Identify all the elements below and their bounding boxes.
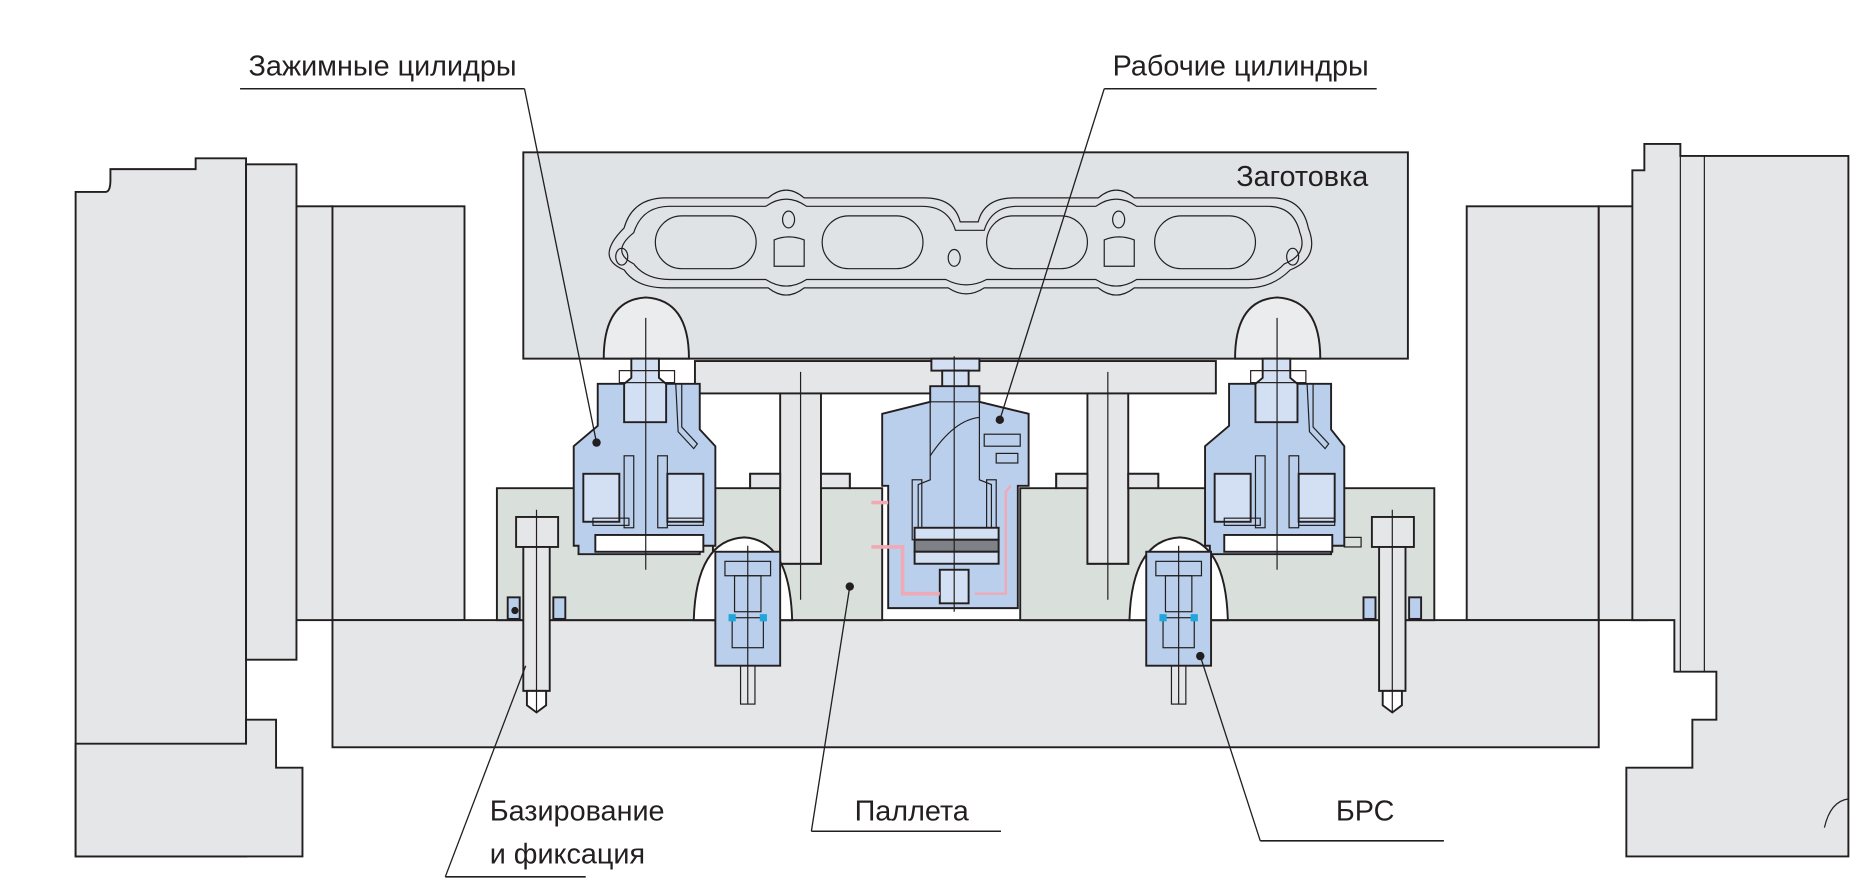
label-pallet: Паллета [855,795,969,827]
work-cylinder [871,356,1030,612]
label-work-cylinders: Рабочие цилиндры [1113,51,1369,83]
right-machine-column [1465,142,1850,858]
left-machine-column [74,157,466,858]
label-locating-line2: и фиксация [490,839,645,871]
label-clamping-cylinders: Зажимные цилидры [248,51,516,83]
brs-coupling-right [1128,536,1229,705]
label-workpiece: Заготовка [1236,161,1368,193]
brs-coupling-left [692,536,794,705]
label-brs: БРС [1336,795,1395,827]
label-locating-line1: Базирование [490,795,665,827]
locating-bolt-right [1362,509,1423,714]
leader-lines [240,87,1444,878]
clamping-cylinder-right [1204,296,1362,570]
locating-bolt-left [506,509,567,714]
clamping-cylinder-left [572,296,717,570]
